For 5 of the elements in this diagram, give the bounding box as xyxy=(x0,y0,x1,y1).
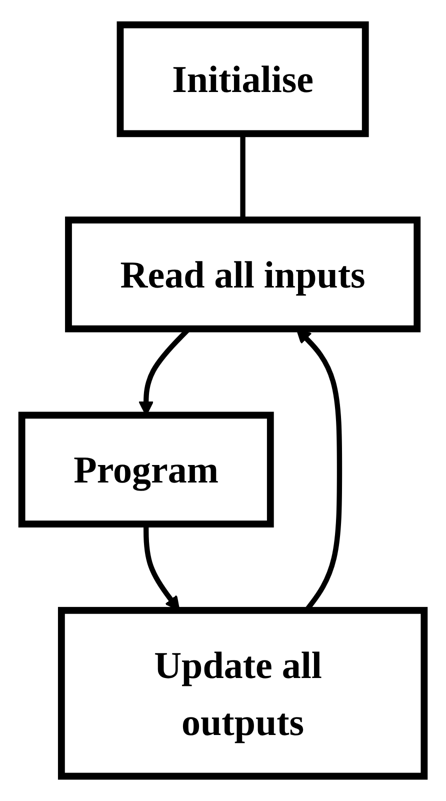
flowchart: Initialise Read all inputs Program Update all outputs xyxy=(8,10,438,790)
node-box xyxy=(18,412,274,528)
node-box xyxy=(116,21,369,138)
node-box xyxy=(65,216,421,332)
node-box xyxy=(58,606,428,780)
